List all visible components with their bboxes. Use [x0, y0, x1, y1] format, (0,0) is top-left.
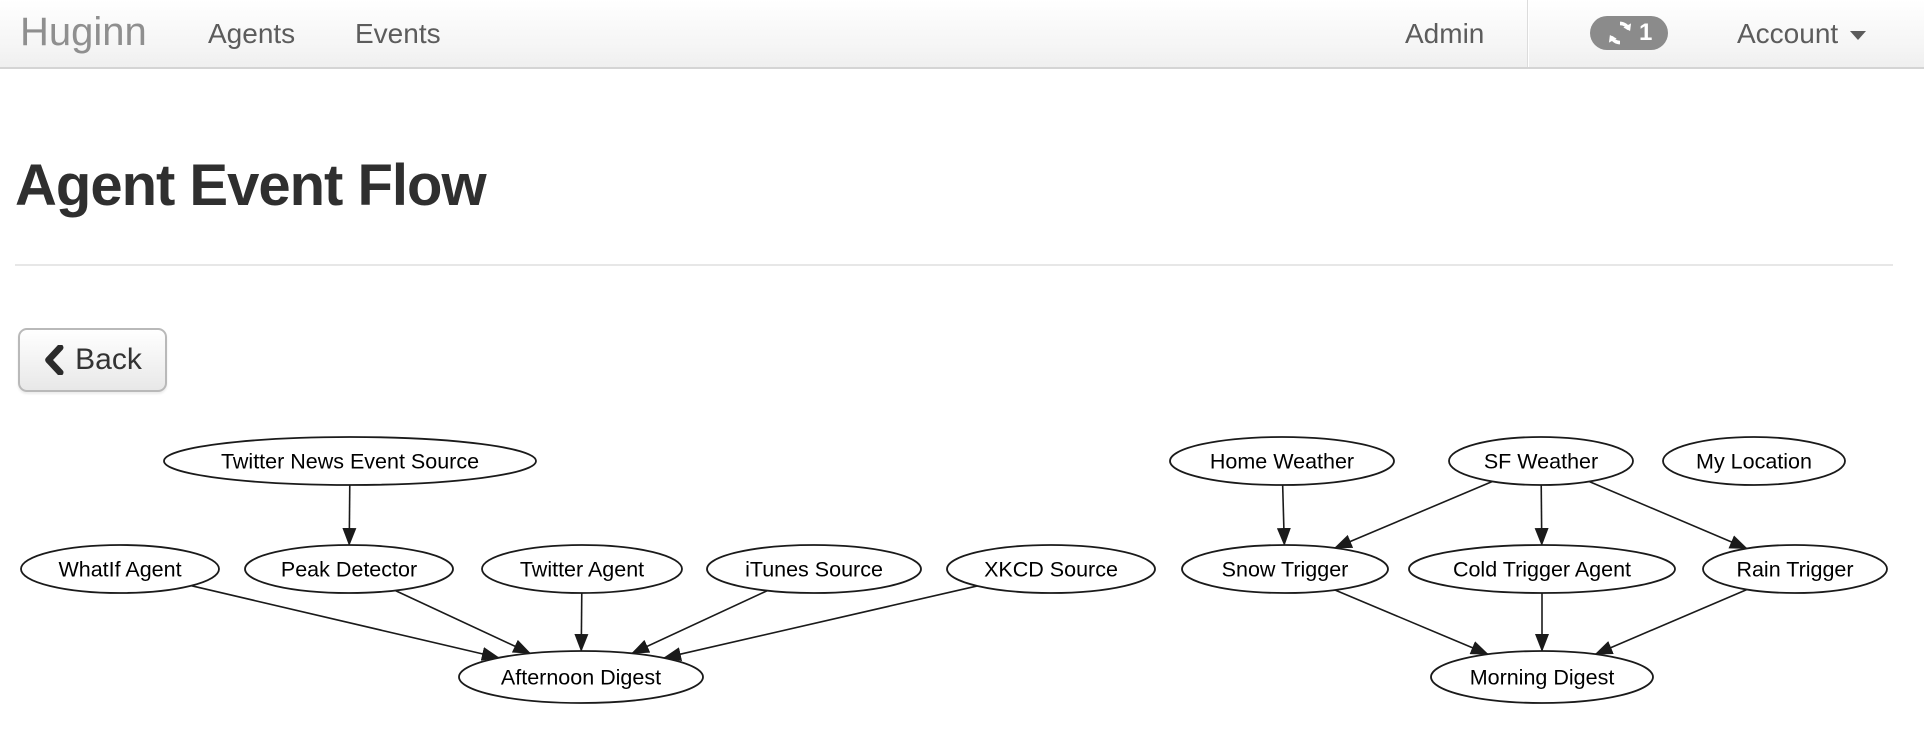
- graph-edge-itunes-source-to-afternoon-digest: [631, 589, 768, 655]
- graph-edge-sf-weather-to-cold-trigger-agent: [1534, 484, 1549, 547]
- nav-admin[interactable]: Admin: [1405, 18, 1485, 49]
- graph-edge-sf-weather-to-rain-trigger: [1588, 480, 1748, 550]
- page-title: Agent Event Flow: [15, 153, 487, 218]
- chevron-left-icon: [45, 345, 64, 375]
- graph-edge-snow-trigger-to-morning-digest: [1334, 589, 1489, 656]
- graph-edge-xkcd-source-to-afternoon-digest: [662, 585, 978, 661]
- nav-account-dropdown[interactable]: Account: [1737, 0, 1867, 67]
- back-button-label: Back: [75, 343, 142, 376]
- graph-node-xkcd-source: [946, 544, 1156, 594]
- graph-edge-twitter-agent-to-afternoon-digest: [574, 592, 589, 653]
- refresh-icon: [1608, 21, 1632, 45]
- event-count: 1: [1639, 19, 1653, 46]
- graph-node-label-snow-trigger: Snow Trigger: [1222, 558, 1349, 582]
- event-count-badge[interactable]: 1: [1590, 16, 1669, 50]
- graph-node-peak-detector: [244, 544, 454, 594]
- graph-node-twitter-news-event-source: [163, 436, 537, 486]
- graph-node-label-peak-detector: Peak Detector: [281, 558, 417, 582]
- nav-events[interactable]: Events: [355, 18, 441, 49]
- graph-node-label-twitter-news-event-source: Twitter News Event Source: [221, 450, 479, 474]
- graph-node-label-morning-digest: Morning Digest: [1470, 666, 1615, 690]
- graph-node-label-twitter-agent: Twitter Agent: [520, 558, 644, 582]
- graph-node-label-xkcd-source: XKCD Source: [984, 558, 1118, 582]
- graph-node-itunes-source: [706, 544, 922, 594]
- graph-node-my-location: [1662, 436, 1846, 486]
- graph-node-cold-trigger-agent: [1408, 544, 1676, 594]
- nav-agents[interactable]: Agents: [208, 18, 296, 49]
- graph-node-whatif-agent: [20, 544, 220, 594]
- graph-node-sf-weather: [1448, 436, 1634, 486]
- graph-node-twitter-agent: [481, 544, 683, 594]
- graph-edge-twitter-news-event-source-to-peak-detector: [342, 484, 357, 547]
- graph-edge-sf-weather-to-snow-trigger: [1333, 480, 1493, 549]
- graph-node-label-my-location: My Location: [1696, 450, 1812, 474]
- graph-node-rain-trigger: [1702, 544, 1888, 594]
- graph-node-label-itunes-source: iTunes Source: [745, 558, 883, 582]
- navbar: Huginn Agents Events Admin 1 Account: [0, 0, 1924, 69]
- account-label: Account: [1737, 18, 1839, 49]
- graph-node-morning-digest: [1430, 650, 1654, 704]
- back-button[interactable]: Back: [18, 328, 167, 392]
- graph-node-afternoon-digest: [458, 650, 704, 704]
- graph-node-snow-trigger: [1181, 544, 1389, 594]
- graph-edge-peak-detector-to-afternoon-digest: [394, 589, 532, 655]
- graph-node-home-weather: [1169, 436, 1395, 486]
- brand-huginn[interactable]: Huginn: [20, 10, 147, 54]
- graph-node-label-home-weather: Home Weather: [1210, 450, 1354, 474]
- caret-down-icon: [1850, 31, 1867, 41]
- navbar-divider: [1527, 0, 1528, 67]
- graph-edge-rain-trigger-to-morning-digest: [1594, 588, 1748, 655]
- graph-node-label-cold-trigger-agent: Cold Trigger Agent: [1453, 558, 1631, 582]
- graph-node-label-sf-weather: SF Weather: [1484, 450, 1598, 474]
- graph-edge-whatif-agent-to-afternoon-digest: [191, 584, 500, 661]
- divider-rule: [15, 264, 1893, 266]
- graph-node-label-afternoon-digest: Afternoon Digest: [501, 666, 661, 690]
- graph-edge-home-weather-to-snow-trigger: [1276, 484, 1291, 547]
- graph-node-label-whatif-agent: WhatIf Agent: [58, 558, 181, 582]
- graph-node-label-rain-trigger: Rain Trigger: [1736, 558, 1853, 582]
